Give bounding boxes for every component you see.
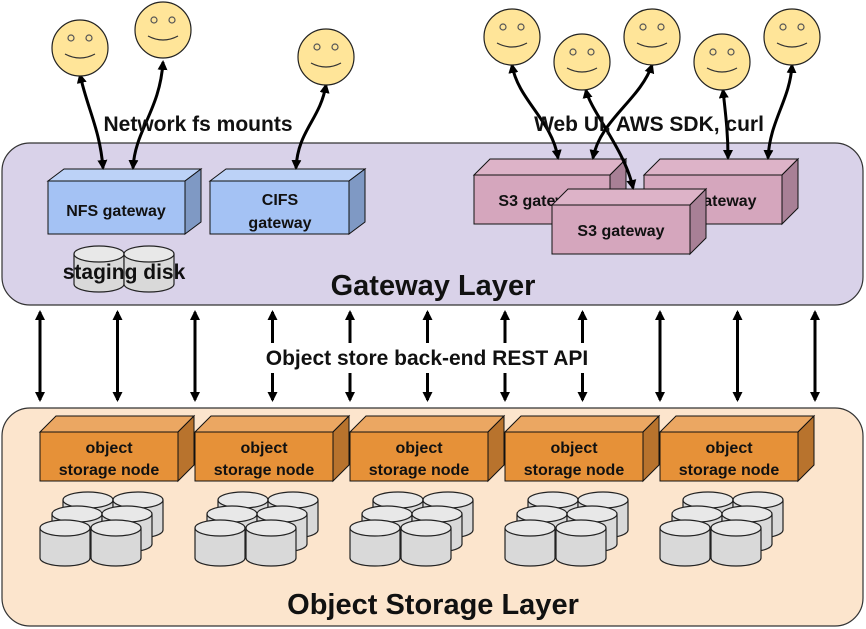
user-icon bbox=[623, 8, 681, 66]
storage-layer-title: Object Storage Layer bbox=[287, 589, 579, 621]
s3-clients-label: Web UI, AWS SDK, curl bbox=[534, 113, 764, 136]
object-storage-node: object storage node bbox=[193, 414, 351, 483]
user-icon bbox=[763, 8, 821, 66]
disk-icon bbox=[504, 519, 556, 567]
disk-icon bbox=[400, 519, 452, 567]
svg-text:object: object bbox=[705, 440, 753, 457]
svg-text:CIFS: CIFS bbox=[262, 192, 299, 209]
svg-text:object: object bbox=[550, 440, 598, 457]
svg-text:storage node: storage node bbox=[679, 462, 780, 479]
disk-icon bbox=[659, 519, 711, 567]
svg-text:NFS gateway: NFS gateway bbox=[66, 203, 166, 220]
svg-text:object: object bbox=[395, 440, 443, 457]
object-storage-node: object storage node bbox=[38, 414, 196, 483]
svg-text:storage node: storage node bbox=[524, 462, 625, 479]
svg-text:staging disk: staging disk bbox=[63, 261, 186, 284]
svg-text:storage node: storage node bbox=[214, 462, 315, 479]
user-icon bbox=[483, 8, 541, 66]
object-storage-node: object storage node bbox=[348, 414, 506, 483]
object-storage-node: object storage node bbox=[658, 414, 816, 483]
client-arrows bbox=[76, 60, 797, 190]
user-icon bbox=[297, 28, 355, 86]
disk-icon bbox=[39, 519, 91, 567]
svg-text:object: object bbox=[85, 440, 133, 457]
cifs-gateway: CIFS gateway bbox=[208, 168, 367, 235]
user-icon bbox=[693, 33, 751, 91]
network-fs-label: Network fs mounts bbox=[103, 113, 292, 136]
nfs-gateway: NFS gateway bbox=[46, 168, 203, 235]
svg-text:storage node: storage node bbox=[369, 462, 470, 479]
disk-icon bbox=[555, 519, 607, 567]
svg-text:storage node: storage node bbox=[59, 462, 160, 479]
gateway-layer-title: Gateway Layer bbox=[331, 270, 536, 302]
svg-text:gateway: gateway bbox=[248, 215, 311, 232]
object-storage-node: object storage node bbox=[503, 414, 661, 483]
disk-icon bbox=[349, 519, 401, 567]
user-icon bbox=[51, 19, 109, 77]
user-icon bbox=[134, 1, 192, 59]
user-icon bbox=[553, 33, 611, 91]
users bbox=[51, 1, 821, 91]
disk-icon bbox=[710, 519, 762, 567]
disk-icon bbox=[245, 519, 297, 567]
disk-icon bbox=[90, 519, 142, 567]
svg-text:object: object bbox=[240, 440, 288, 457]
staging-disk: staging disk bbox=[63, 245, 186, 293]
disk-icon bbox=[194, 519, 246, 567]
backend-api-label: Object store back-end REST API bbox=[266, 347, 588, 370]
s3-gateway-3: S3 gateway bbox=[550, 187, 708, 256]
svg-text:S3 gateway: S3 gateway bbox=[577, 223, 664, 240]
